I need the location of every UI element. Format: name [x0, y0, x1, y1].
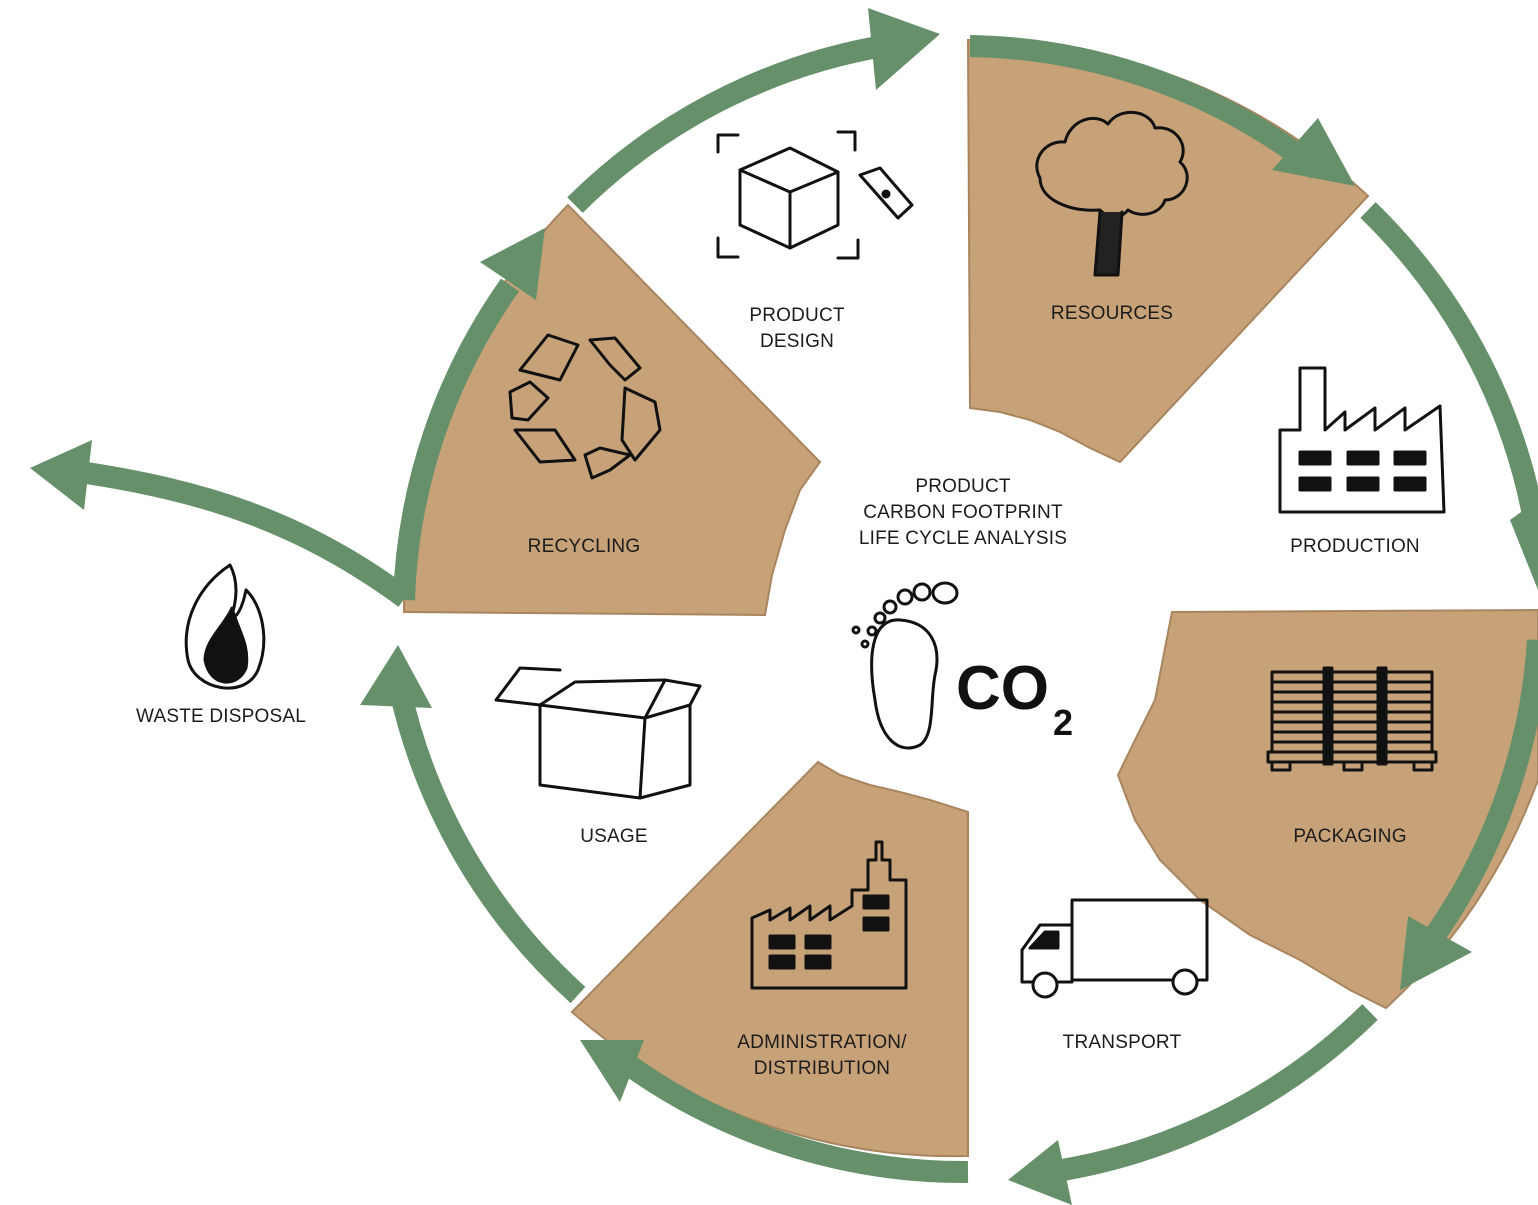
label-usage: USAGE [580, 824, 648, 850]
arrowhead-admin [1008, 1140, 1072, 1205]
label-production-text: PRODUCTION [1290, 536, 1420, 557]
cube-with-pen-icon [716, 130, 914, 260]
label-production: PRODUCTION [1290, 534, 1420, 560]
arrow-segment-transport-to-admin [1048, 1004, 1378, 1183]
label-usage-text: USAGE [580, 826, 648, 847]
recycle-icon [508, 333, 662, 480]
label-administration-line1: ADMINISTRATION/ [737, 1032, 907, 1053]
label-waste-disposal: WASTE DISPOSAL [136, 704, 306, 730]
label-transport: TRANSPORT [1063, 1030, 1182, 1056]
center-title-line3: LIFE CYCLE ANALYSIS [858, 528, 1068, 549]
label-product-design-line1: PRODUCT [749, 305, 845, 326]
label-packaging-text: PACKAGING [1293, 826, 1407, 847]
arrow-segment-recycling-to-design [393, 278, 519, 601]
arrow-to-waste-disposal [78, 461, 412, 607]
co2-main-text: CO [956, 654, 1049, 723]
open-box-icon [494, 666, 702, 800]
arrowhead-recycling [360, 645, 432, 708]
arrowhead-resources [868, 8, 940, 90]
center-title-line2: CARBON FOOTPRINT [863, 502, 1063, 523]
label-product-design: PRODUCT DESIGN [749, 303, 844, 355]
label-resources-text: RESOURCES [1050, 303, 1174, 324]
arrow-segment-design-to-resources [567, 31, 912, 213]
truck-icon [1020, 898, 1209, 999]
arrow-segment-production-to-packaging [1360, 202, 1538, 547]
label-product-design-line2: DESIGN [759, 331, 835, 352]
footprint-icon [851, 581, 959, 750]
flame-icon [184, 563, 266, 690]
tree-icon [1035, 110, 1189, 277]
factory-icon [1278, 366, 1446, 514]
label-administration: ADMINISTRATION/ DISTRIBUTION [737, 1030, 906, 1082]
label-waste-disposal-text: WASTE DISPOSAL [136, 706, 306, 727]
arrowhead-production [1272, 118, 1355, 186]
pallet-icon [1266, 666, 1438, 772]
office-building-icon [750, 840, 908, 990]
arrowhead-packaging [1510, 500, 1538, 590]
arrowhead-usage [580, 1040, 644, 1102]
label-recycling: RECYCLING [528, 534, 641, 560]
co2-subscript: 2 [1053, 702, 1074, 743]
arrowhead-waste [30, 440, 92, 510]
label-packaging: PACKAGING [1293, 824, 1406, 850]
label-resources: RESOURCES [1051, 301, 1173, 327]
label-recycling-text: RECYCLING [527, 536, 641, 557]
arrow-segment-admin-to-usage [608, 1046, 969, 1184]
arrow-segment-packaging-to-transport [1419, 639, 1538, 952]
center-title: PRODUCT CARBON FOOTPRINT LIFE CYCLE ANAL… [859, 474, 1067, 552]
label-transport-text: TRANSPORT [1062, 1032, 1182, 1053]
center-title-line1: PRODUCT [915, 476, 1011, 497]
arrow-segment-usage-to-recycling [389, 687, 586, 1004]
arrowhead-transport [1400, 916, 1472, 990]
label-administration-line2: DISTRIBUTION [753, 1058, 891, 1079]
arrow-segment-resources-to-production [969, 35, 1325, 179]
arrowhead-design [480, 228, 545, 300]
